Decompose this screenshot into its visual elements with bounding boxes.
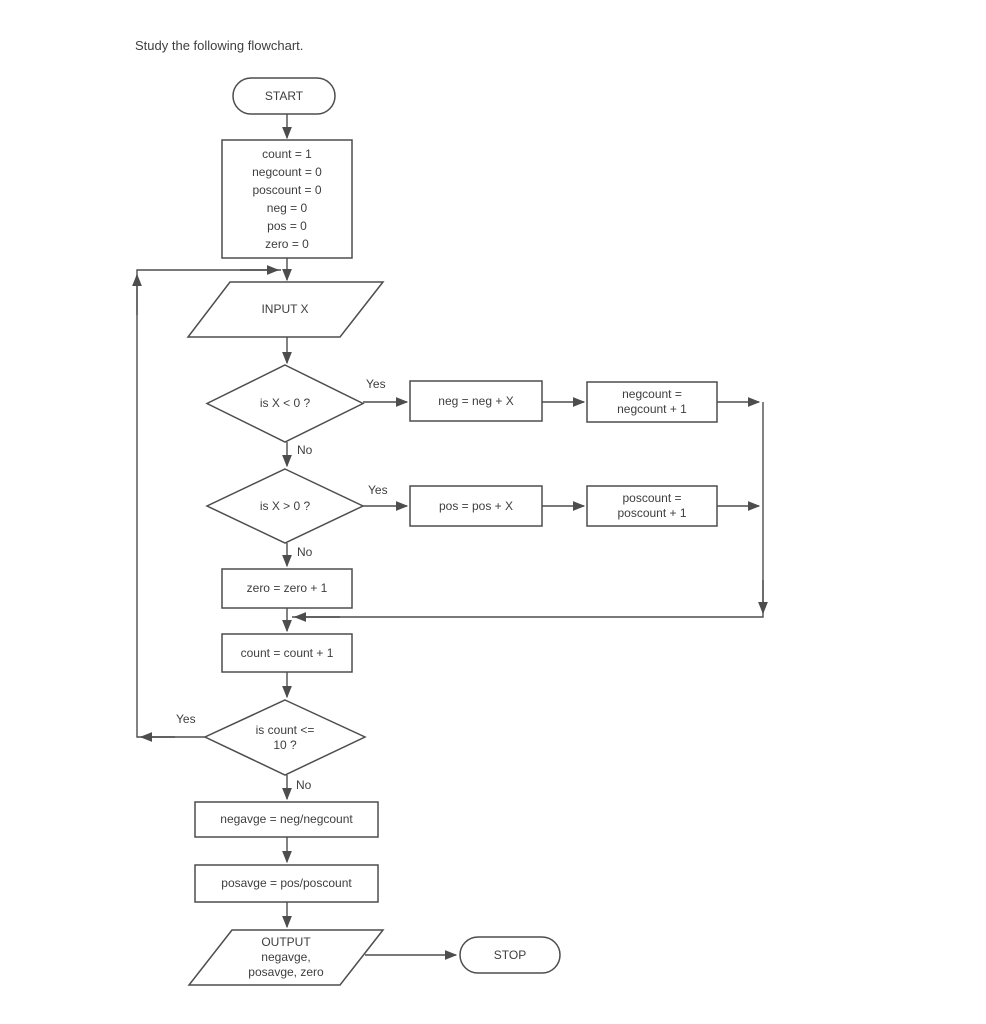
poscount-inc-node-label: poscount = poscount + 1 [617, 491, 687, 520]
zero-inc-node-label: zero = zero + 1 [246, 581, 328, 595]
stop-terminator-shape [459, 936, 561, 974]
edge-label-count-le-10-no: No [296, 778, 312, 792]
edge-label-x-lt-0-no: No [297, 443, 313, 457]
negavge-node-label: negavge = neg/negcount [220, 812, 353, 826]
merge-connector-path [292, 402, 764, 618]
start-node-label: START [264, 88, 304, 103]
is-x-gt-0-node-label: is X > 0 ? [259, 498, 311, 513]
negcount-inc-node-label: negcount = negcount + 1 [617, 387, 687, 416]
edge-label-x-gt-0-yes: Yes [368, 483, 388, 497]
init-node-label: count = 1 negcount = 0 poscount = 0 neg … [252, 147, 322, 251]
input-parallelogram-shape [186, 281, 385, 338]
edge-label-x-lt-0-yes: Yes [366, 377, 386, 391]
input-x-node-label: INPUT X [261, 302, 309, 316]
count-inc-node-label: count = count + 1 [240, 645, 334, 660]
neg-sum-process-shape [409, 380, 543, 422]
posavge-node-label: posavge = pos/poscount [221, 876, 352, 890]
output-node-label: OUTPUT negavge, posavge, zero [248, 935, 324, 979]
instruction-text: Study the following flowchart. [135, 38, 304, 53]
is-x-gt-0-decision-shape [205, 468, 365, 544]
pos-sum-node-label: pos = pos + X [438, 498, 514, 513]
is-x-lt-0-node-label: is X < 0 ? [259, 396, 311, 410]
edge-label-count-le-10-yes: Yes [176, 712, 196, 726]
stop-node-label: STOP [493, 947, 527, 962]
is-count-le-10-decision-shape [203, 699, 367, 776]
start-terminator-shape [232, 77, 336, 115]
is-count-le-10-node-label: is count <= 10 ? [255, 722, 315, 752]
is-x-lt-0-decision-shape [205, 364, 365, 443]
edge-label-x-gt-0-no: No [297, 545, 313, 559]
output-parallelogram-shape [187, 929, 385, 986]
neg-sum-node-label: neg = neg + X [438, 393, 514, 408]
